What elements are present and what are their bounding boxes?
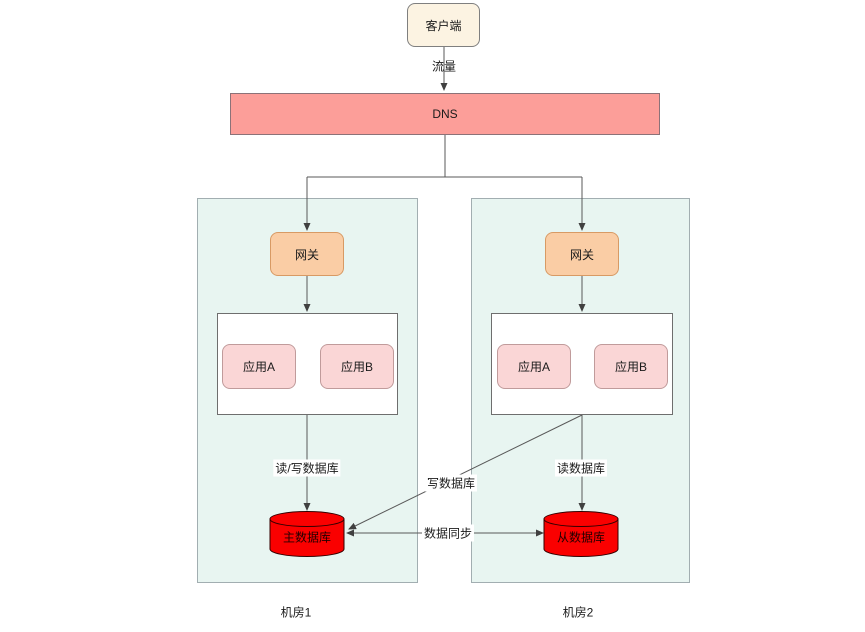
- slave-db-label: 从数据库: [556, 530, 606, 545]
- datacenter-2-caption: 机房2: [562, 605, 594, 620]
- traffic-edge-label: 流量: [431, 59, 457, 74]
- edge-label-write-db: 写数据库: [424, 474, 478, 492]
- master-db-label: 主数据库: [282, 530, 332, 545]
- app-b-1-label: 应用B: [340, 360, 373, 374]
- edge-label-read-db: 读数据库: [554, 459, 608, 477]
- dns-label: DNS: [432, 107, 458, 121]
- client-box: 客户端: [407, 3, 480, 47]
- app-a-1-box: 应用A: [222, 344, 296, 389]
- app-b-2-box: 应用B: [594, 344, 668, 389]
- gateway-1-box: 网关: [270, 232, 344, 276]
- client-label: 客户端: [425, 18, 462, 33]
- gateway-1-label: 网关: [294, 247, 319, 262]
- gateway-2-box: 网关: [545, 232, 619, 276]
- datacenter-1-caption: 机房1: [280, 605, 312, 620]
- app-b-2-label: 应用B: [614, 360, 647, 374]
- app-a-2-label: 应用A: [517, 360, 550, 374]
- edge-label-data-sync: 数据同步: [421, 524, 475, 542]
- edge-label-read-write-db: 读/写数据库: [273, 459, 341, 477]
- gateway-2-label: 网关: [569, 247, 594, 262]
- app-a-2-box: 应用A: [497, 344, 571, 389]
- app-a-1-label: 应用A: [242, 360, 275, 374]
- app-b-1-box: 应用B: [320, 344, 394, 389]
- dns-bar: DNS: [230, 93, 660, 135]
